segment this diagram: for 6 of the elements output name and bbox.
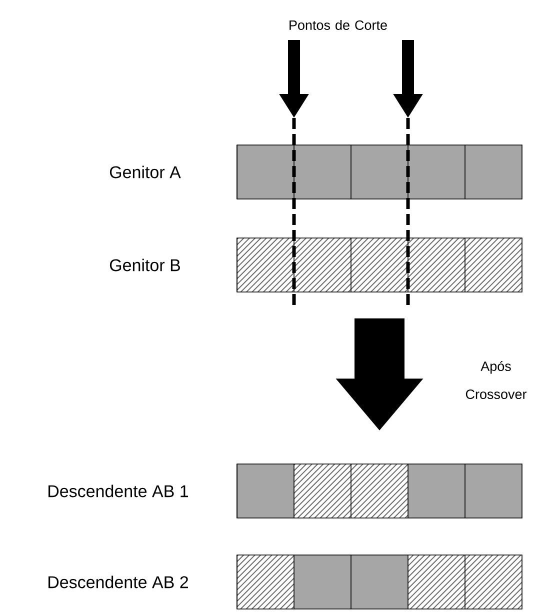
note-label: Pontos de Corte xyxy=(290,20,387,30)
row-label: Descendente AB 1 xyxy=(48,484,188,498)
row-label: Descendente AB 2 xyxy=(48,576,188,588)
row-label: Genitor A xyxy=(110,166,181,178)
note-label: Após Crossover xyxy=(466,360,527,400)
row-label: Genitor B xyxy=(110,258,180,272)
